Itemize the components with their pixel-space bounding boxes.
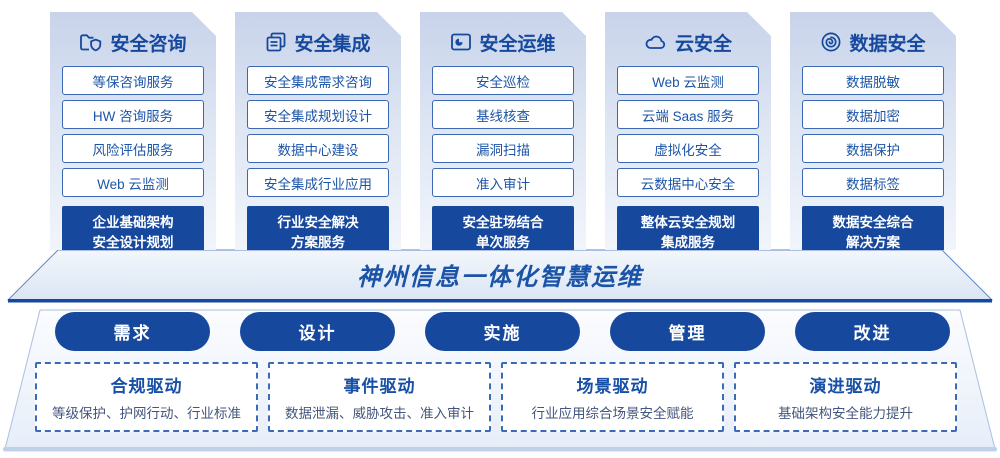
driver-box-evolution: 演进驱动 基础架构安全能力提升: [734, 362, 957, 432]
card-footer: 安全驻场结合 单次服务: [432, 206, 574, 250]
service-item: 数据标签: [802, 168, 944, 197]
driver-desc: 等级保护、护网行动、行业标准: [52, 406, 241, 421]
driver-title: 场景驱动: [576, 377, 649, 396]
card-footer: 数据安全综合 解决方案: [802, 206, 944, 250]
card-title: 安全咨询: [110, 33, 187, 55]
card-header: 数据安全: [790, 29, 956, 55]
driver-title: 事件驱动: [343, 377, 416, 396]
card-footer-line2: 集成服务: [661, 234, 715, 250]
driver-title: 演进驱动: [809, 377, 882, 396]
card-items: 等保咨询服务 HW 咨询服务 风险评估服务 Web 云监测: [50, 66, 216, 197]
card-title: 数据安全: [849, 33, 926, 55]
service-item: 漏洞扫描: [432, 134, 574, 163]
service-card-consulting: 安全咨询 等保咨询服务 HW 咨询服务 风险评估服务 Web 云监测 企业基础架…: [50, 12, 216, 250]
card-footer-line1: 数据安全综合: [832, 215, 914, 230]
service-item: 数据中心建设: [247, 134, 389, 163]
service-item: 等保咨询服务: [62, 66, 204, 95]
card-footer-line2: 安全设计规划: [92, 234, 174, 250]
process-step-design: 设计: [240, 312, 395, 351]
lower-bottom-line: [3, 447, 997, 452]
service-card-integration: 安全集成 安全集成需求咨询 安全集成规划设计 数据中心建设 安全集成行业应用 行…: [235, 12, 401, 250]
service-item: 安全集成需求咨询: [247, 66, 389, 95]
driver-title: 合规驱动: [110, 377, 183, 396]
service-item: 虚拟化安全: [617, 134, 759, 163]
card-items: Web 云监测 云端 Saas 服务 虚拟化安全 云数据中心安全: [605, 66, 771, 197]
card-title: 安全运维: [479, 33, 556, 55]
card-footer: 整体云安全规划 集成服务: [617, 206, 759, 250]
service-item: Web 云监测: [617, 66, 759, 95]
process-step-improve: 改进: [795, 312, 950, 351]
card-header: 安全集成: [235, 29, 401, 55]
service-item: Web 云监测: [62, 168, 204, 197]
banner-bottom-line: [8, 299, 992, 303]
card-header: 云安全: [605, 29, 771, 55]
process-step-manage: 管理: [610, 312, 765, 351]
card-items: 数据脱敏 数据加密 数据保护 数据标签: [790, 66, 956, 197]
service-item: HW 咨询服务: [62, 100, 204, 129]
card-footer-line2: 解决方案: [846, 234, 900, 250]
service-item: 云端 Saas 服务: [617, 100, 759, 129]
service-item: 安全巡检: [432, 66, 574, 95]
card-footer-line1: 行业安全解决: [277, 215, 359, 230]
card-title: 云安全: [674, 33, 732, 55]
card-footer-line1: 安全驻场结合: [462, 215, 544, 230]
driver-box-compliance: 合规驱动 等级保护、护网行动、行业标准: [35, 362, 258, 432]
service-item: 数据加密: [802, 100, 944, 129]
driver-box-scenario: 场景驱动 行业应用综合场景安全赋能: [501, 362, 724, 432]
card-footer-line1: 企业基础架构: [92, 215, 174, 230]
service-item: 安全集成规划设计: [247, 100, 389, 129]
card-items: 安全集成需求咨询 安全集成规划设计 数据中心建设 安全集成行业应用: [235, 66, 401, 197]
banner-title: 神州信息一体化智慧运维: [357, 263, 643, 291]
service-card-cloud: 云安全 Web 云监测 云端 Saas 服务 虚拟化安全 云数据中心安全 整体云…: [605, 12, 771, 250]
card-footer-line1: 整体云安全规划: [640, 215, 736, 230]
process-step-demand: 需求: [55, 312, 210, 351]
monitor-pie-icon: [450, 32, 472, 52]
driver-desc: 行业应用综合场景安全赋能: [531, 406, 694, 421]
service-item: 数据保护: [802, 134, 944, 163]
documents-icon: [265, 31, 287, 53]
cloud-icon: [644, 33, 668, 51]
service-card-data: 数据安全 数据脱敏 数据加密 数据保护 数据标签 数据安全综合 解决方案: [790, 12, 956, 250]
card-footer-line2: 方案服务: [291, 234, 345, 250]
card-header: 安全运维: [420, 29, 586, 55]
card-header: 安全咨询: [50, 29, 216, 55]
folder-shield-icon: [79, 31, 103, 53]
service-item: 数据脱敏: [802, 66, 944, 95]
driver-desc: 数据泄漏、威胁攻击、准入审计: [285, 406, 474, 421]
service-item: 风险评估服务: [62, 134, 204, 163]
service-item: 云数据中心安全: [617, 168, 759, 197]
service-item: 基线核查: [432, 100, 574, 129]
card-items: 安全巡检 基线核查 漏洞扫描 准入审计: [420, 66, 586, 197]
driver-box-incident: 事件驱动 数据泄漏、威胁攻击、准入审计: [268, 362, 491, 432]
card-footer: 企业基础架构 安全设计规划: [62, 206, 204, 250]
service-card-operations: 安全运维 安全巡检 基线核查 漏洞扫描 准入审计 安全驻场结合 单次服务: [420, 12, 586, 250]
process-step-implement: 实施: [425, 312, 580, 351]
fingerprint-icon: [820, 31, 842, 53]
service-item: 安全集成行业应用: [247, 168, 389, 197]
service-item: 准入审计: [432, 168, 574, 197]
card-footer: 行业安全解决 方案服务: [247, 206, 389, 250]
card-title: 安全集成: [294, 33, 371, 55]
card-footer-line2: 单次服务: [476, 234, 530, 250]
driver-desc: 基础架构安全能力提升: [778, 406, 913, 421]
